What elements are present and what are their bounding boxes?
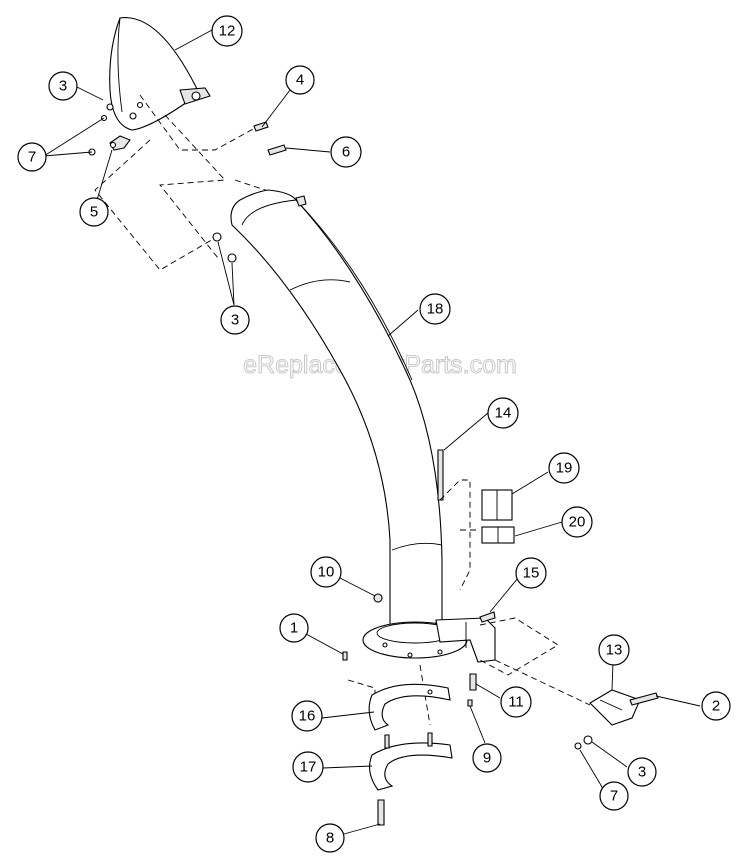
- svg-text:20: 20: [569, 514, 586, 531]
- callout-14: 14: [487, 397, 519, 429]
- svg-text:7: 7: [28, 149, 36, 166]
- svg-text:9: 9: [483, 750, 491, 767]
- bolt-8: [377, 799, 385, 826]
- svg-text:11: 11: [508, 694, 524, 711]
- pin-14: [437, 449, 444, 501]
- lower-alignment-lines: [347, 479, 591, 726]
- svg-text:19: 19: [556, 460, 573, 477]
- base-small-parts: [342, 593, 496, 707]
- callout-2: 2: [701, 691, 731, 721]
- svg-text:12: 12: [219, 23, 236, 40]
- svg-text:1: 1: [290, 620, 298, 637]
- callout-3-chute: 3: [220, 305, 250, 335]
- svg-text:2: 2: [712, 698, 720, 715]
- callout-4: 4: [285, 65, 315, 95]
- callout-5: 5: [79, 197, 109, 227]
- svg-text:17: 17: [300, 759, 317, 776]
- svg-text:6: 6: [342, 144, 350, 161]
- callout-7-lower: 7: [599, 781, 629, 811]
- chute-deflector: [109, 17, 211, 131]
- half-ring-16: [368, 683, 451, 731]
- callout-19: 19: [548, 452, 580, 484]
- callout-16: 16: [291, 700, 323, 732]
- svg-text:3: 3: [59, 78, 67, 95]
- svg-text:5: 5: [90, 204, 98, 221]
- callout-12: 12: [211, 15, 243, 47]
- upper-bolts: [253, 121, 287, 156]
- callout-17: 17: [292, 751, 324, 783]
- half-ring-17: [369, 732, 453, 791]
- decal-19: [481, 489, 513, 521]
- svg-text:18: 18: [427, 301, 444, 318]
- svg-text:16: 16: [299, 708, 316, 725]
- callout-6: 6: [330, 136, 362, 168]
- discharge-chute: [230, 189, 443, 630]
- callout-3-upper-left: 3: [48, 71, 78, 101]
- svg-text:3: 3: [231, 312, 239, 329]
- chute-washers: [212, 232, 237, 263]
- callout-15: 15: [515, 557, 547, 589]
- callout-18: 18: [419, 293, 451, 325]
- callout-3-lower: 3: [627, 757, 657, 787]
- callout-8: 8: [315, 823, 345, 853]
- svg-text:7: 7: [610, 788, 618, 805]
- svg-text:14: 14: [495, 405, 512, 422]
- svg-text:10: 10: [318, 564, 335, 581]
- svg-text:3: 3: [638, 764, 646, 781]
- callout-7-upper-left: 7: [17, 142, 47, 172]
- decal-20: [481, 526, 515, 544]
- callout-11: 11: [500, 686, 532, 718]
- callout-13: 13: [598, 634, 630, 666]
- callout-9: 9: [472, 743, 502, 773]
- svg-text:4: 4: [296, 72, 304, 89]
- chute-base: [362, 617, 496, 663]
- bracket-hardware: [574, 735, 593, 750]
- leader-lines: [43, 29, 701, 835]
- svg-text:15: 15: [523, 565, 540, 582]
- callout-20: 20: [561, 506, 593, 538]
- svg-text:13: 13: [606, 642, 623, 659]
- svg-text:8: 8: [326, 830, 334, 847]
- callout-10: 10: [310, 556, 342, 588]
- bracket-13: [589, 689, 659, 726]
- callout-1: 1: [279, 613, 309, 643]
